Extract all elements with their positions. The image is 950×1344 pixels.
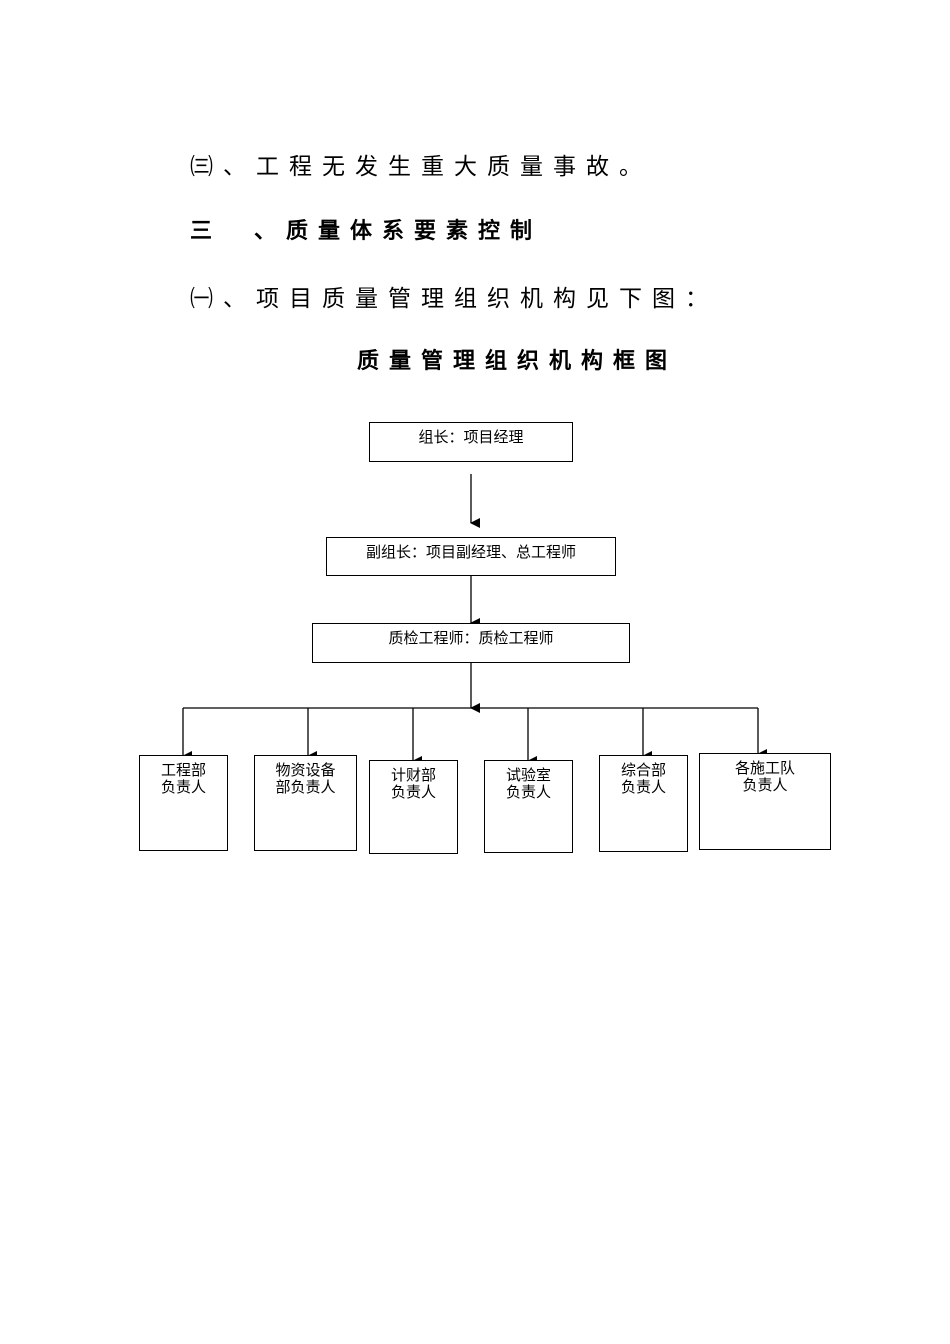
- dept-label-line1: 物资设备: [275, 761, 336, 779]
- dept-label-line1: 综合部: [620, 761, 666, 779]
- org-chart-title: 质量管理组织机构框图: [357, 349, 678, 374]
- leader-label: 组长：项目经理: [418, 428, 524, 446]
- dept-label-line2: 负责人: [505, 783, 551, 801]
- dept-label-line1: 各施工队: [734, 759, 795, 777]
- dept-label-line2: 负责人: [620, 778, 666, 796]
- deputy-leader-label: 副组长：项目副经理、总工程师: [365, 543, 576, 561]
- quality-inspector-label: 质检工程师：质检工程师: [388, 629, 554, 647]
- section-heading-quality-system: 三 、质量体系要素控制: [190, 219, 543, 244]
- deputy-leader-box: 副组长：项目副经理、总工程师: [326, 537, 616, 576]
- dept-label-line2: 负责人: [160, 778, 206, 796]
- dept-box-engineering: 工程部 负责人: [139, 755, 228, 851]
- dept-box-construction-teams: 各施工队 负责人: [699, 753, 831, 850]
- dept-label-line2: 负责人: [742, 776, 788, 794]
- dept-label-line1: 计财部: [390, 766, 436, 784]
- dept-label-line1: 试验室: [505, 766, 551, 784]
- quality-inspector-box: 质检工程师：质检工程师: [312, 623, 630, 663]
- dept-label-line2: 负责人: [390, 783, 436, 801]
- item-1-org-structure-intro: ㈠、项目质量管理组织机构见下图：: [190, 286, 718, 312]
- dept-box-laboratory: 试验室 负责人: [484, 760, 573, 853]
- dept-box-materials: 物资设备 部负责人: [254, 755, 357, 851]
- leader-box: 组长：项目经理: [369, 422, 573, 462]
- dept-label-line2: 部负责人: [275, 778, 336, 796]
- dept-box-general: 综合部 负责人: [599, 755, 688, 852]
- dept-label-line1: 工程部: [160, 761, 206, 779]
- item-3-no-major-accident: ㈢、工程无发生重大质量事故。: [190, 154, 652, 180]
- dept-box-finance: 计财部 负责人: [369, 760, 458, 854]
